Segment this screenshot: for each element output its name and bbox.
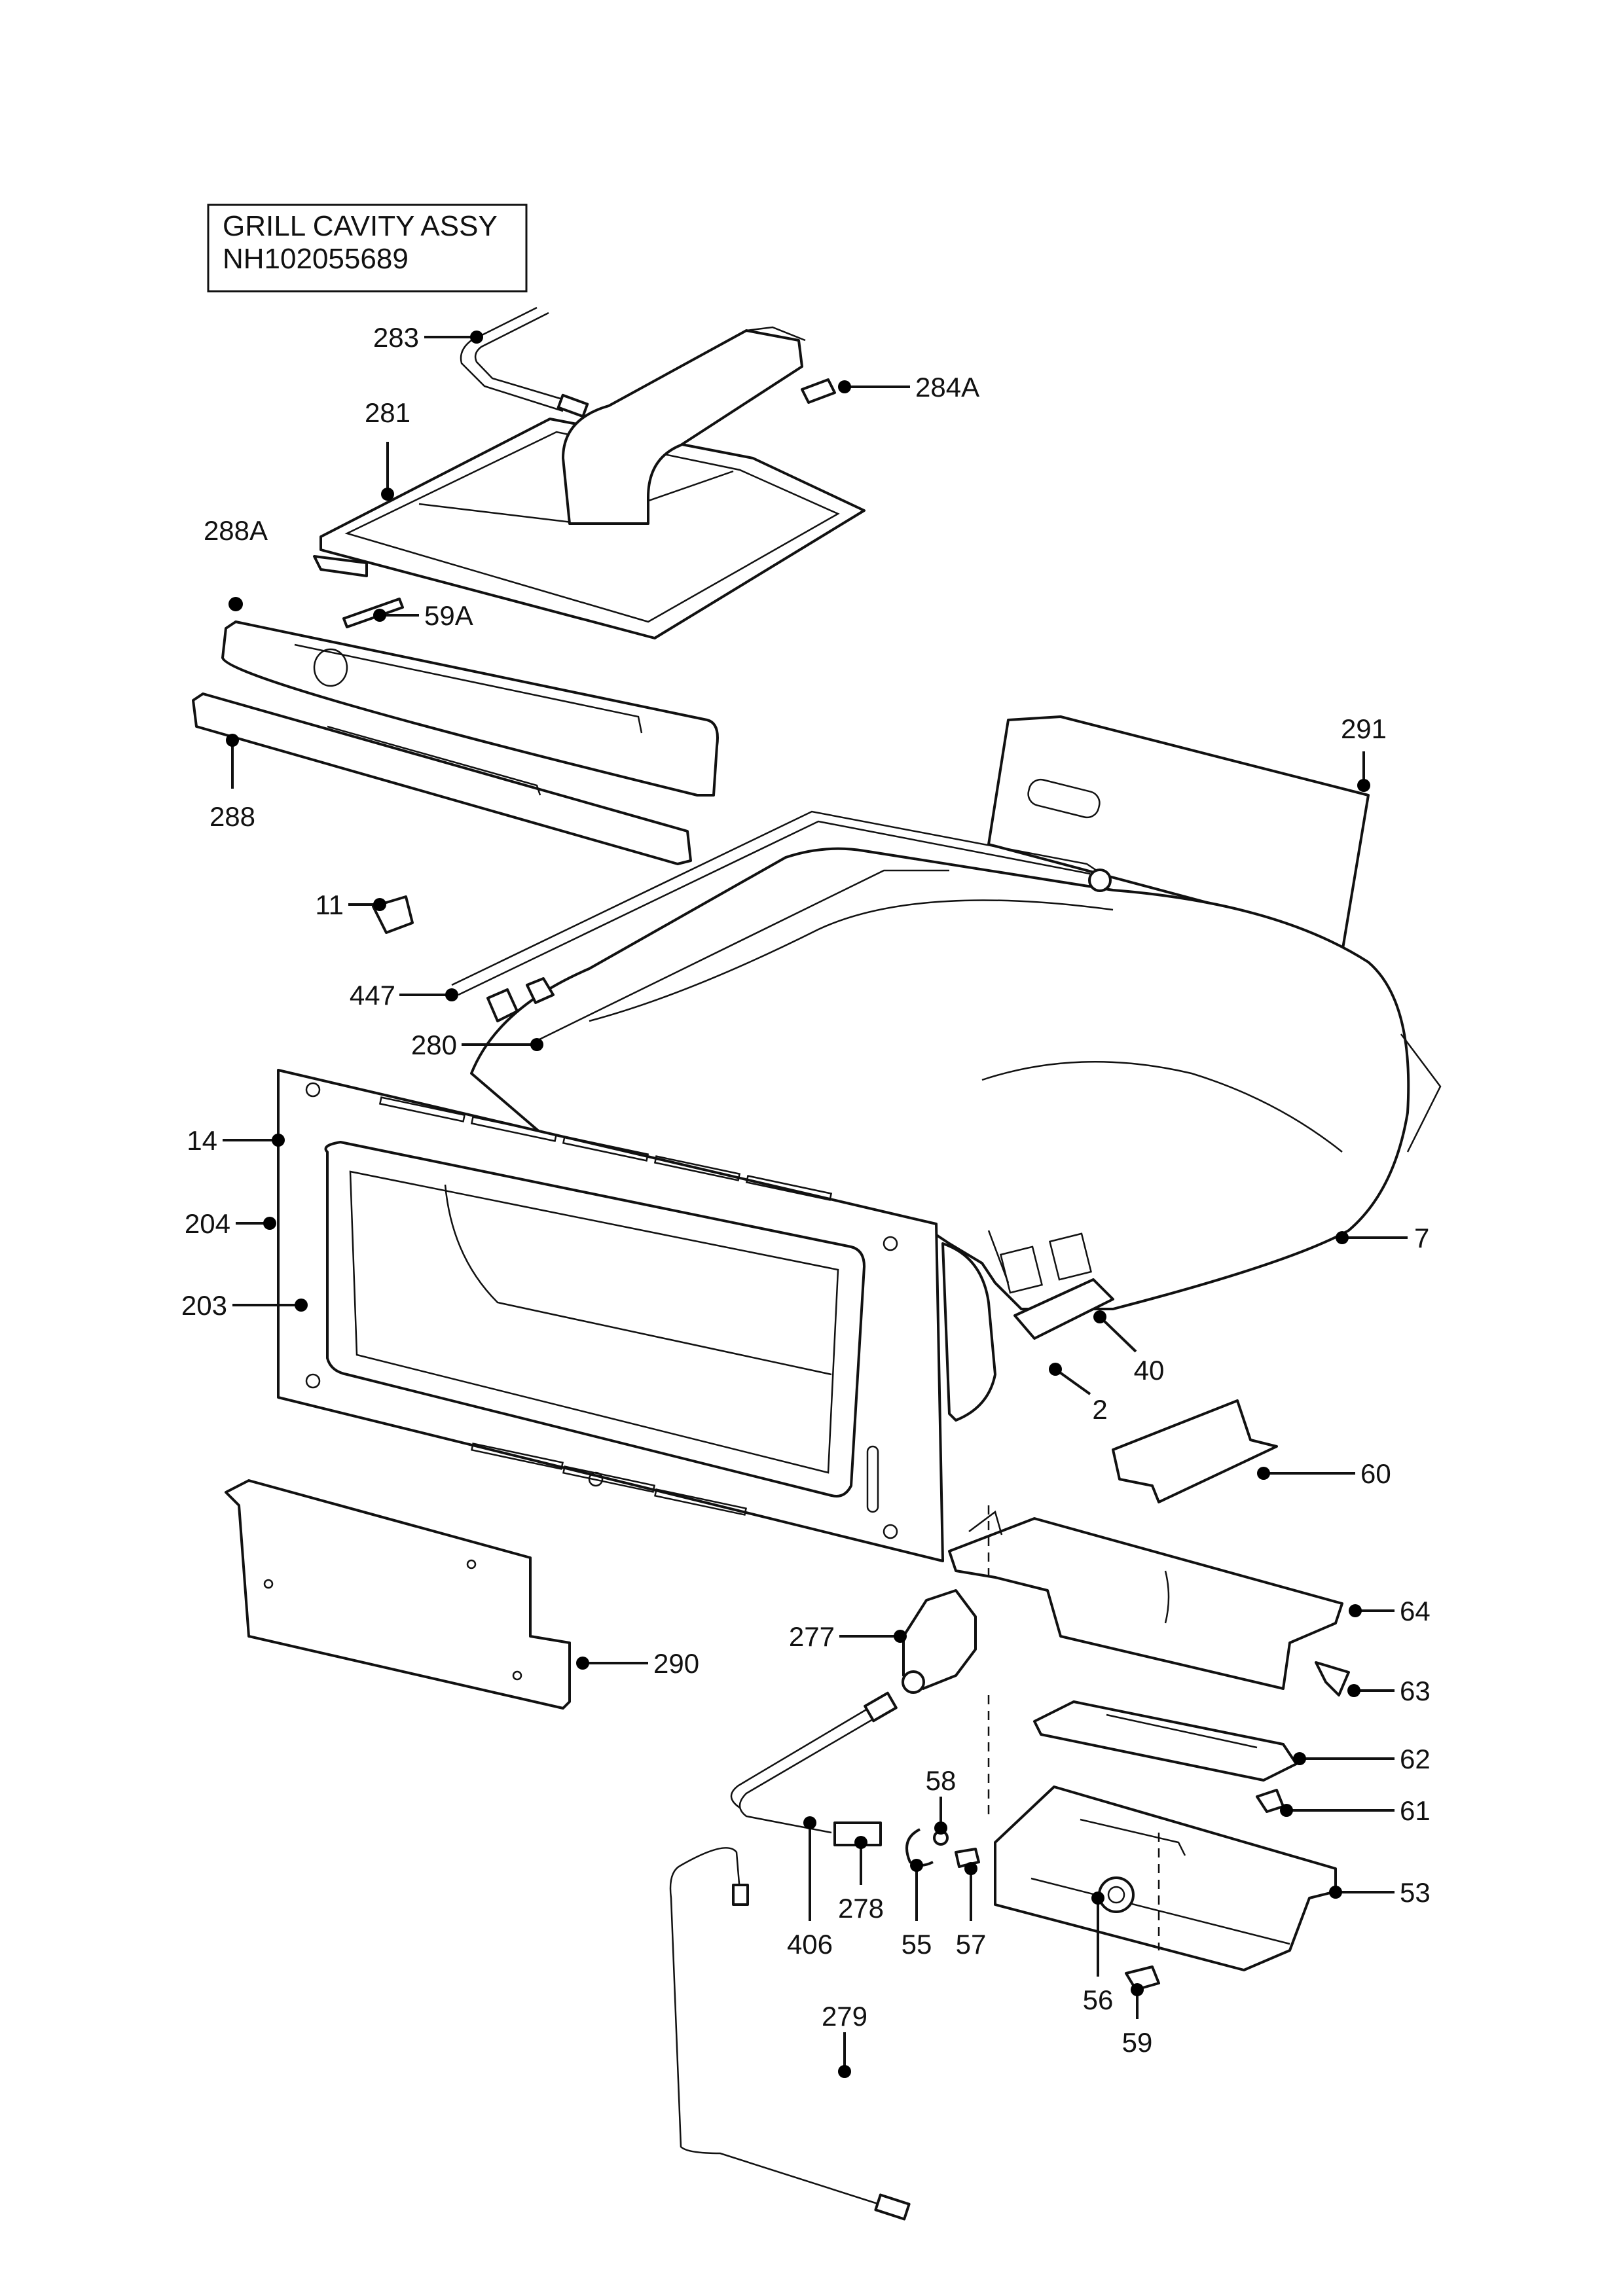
part-281-burner-plate [313,326,866,639]
part-284A-fitting [801,378,836,404]
title-line-1: GRILL CAVITY ASSY [223,210,498,242]
callout-288A: 288A [204,515,268,546]
callout-40: 40 [1134,1355,1165,1386]
callout-56: 56 [1083,1984,1114,2015]
part-57-jet [955,1848,980,1868]
callout-57: 57 [956,1929,987,1960]
callout-281: 281 [365,397,410,428]
callout-59: 59 [1122,2027,1153,2058]
callout-7: 7 [1414,1223,1429,1253]
part-204-front-frame [277,1069,944,1562]
callout-61: 61 [1400,1795,1431,1826]
callout-14: 14 [187,1125,217,1156]
callout-291: 291 [1341,713,1387,744]
part-61-clip [1256,1789,1285,1813]
title-box: GRILL CAVITY ASSY NH102055689 [207,204,528,293]
callout-55: 55 [902,1929,932,1960]
callout-11: 11 [315,889,344,920]
part-60-bracket [1112,1399,1278,1503]
part-64-burner-tray [948,1510,1343,1690]
part-288-trim [192,692,692,865]
callout-62: 62 [1400,1744,1431,1774]
part-280-pipe [451,810,1112,1042]
part-53-base-box [994,1785,1337,1971]
callout-280: 280 [411,1030,457,1060]
part-283-tube [460,306,589,418]
callout-278: 278 [838,1893,884,1924]
callout-290: 290 [653,1648,699,1679]
callout-288: 288 [210,801,255,832]
callout-279: 279 [822,2001,867,2032]
part-59A-screw [342,598,404,628]
callout-63: 63 [1400,1676,1431,1706]
part-288A-deflector [221,620,719,797]
callout-277: 277 [789,1621,835,1652]
callout-2: 2 [1092,1394,1107,1425]
callout-64: 64 [1400,1596,1431,1626]
callout-283: 283 [373,322,419,353]
part-447-nut [486,977,555,1022]
callout-59A: 59A [424,600,473,631]
callout-406: 406 [787,1929,833,1960]
callout-leaders [223,331,1408,2078]
callout-58: 58 [926,1765,957,1796]
part-277-valve [902,1589,977,1694]
assembly-guide-lines [987,1505,1160,1950]
callout-53: 53 [1400,1877,1431,1908]
part-406-pipe [730,1691,898,1834]
part-2-cavity-side [941,1232,1093,1422]
part-63-clip [1315,1661,1350,1696]
part-290-lower-trim [225,1479,571,1710]
part-56-nut [1098,1876,1135,1913]
part-55-circlip [905,1828,934,1867]
part-62-electrode-assy [1033,1700,1298,1782]
callout-204: 204 [185,1208,230,1239]
callout-203: 203 [181,1290,227,1321]
callout-447: 447 [350,980,395,1011]
callout-60: 60 [1360,1458,1391,1489]
title-line-2: NH102055689 [223,243,409,275]
part-279-thermocouple-lead [669,1847,911,2221]
callout-284A: 284A [915,372,979,403]
part-40-bracket [1013,1278,1114,1340]
part-7-insulation-cavity [470,847,1442,1310]
callout-labels: 283 284A 281 288A 59A 288 291 11 447 280… [181,322,1431,2058]
